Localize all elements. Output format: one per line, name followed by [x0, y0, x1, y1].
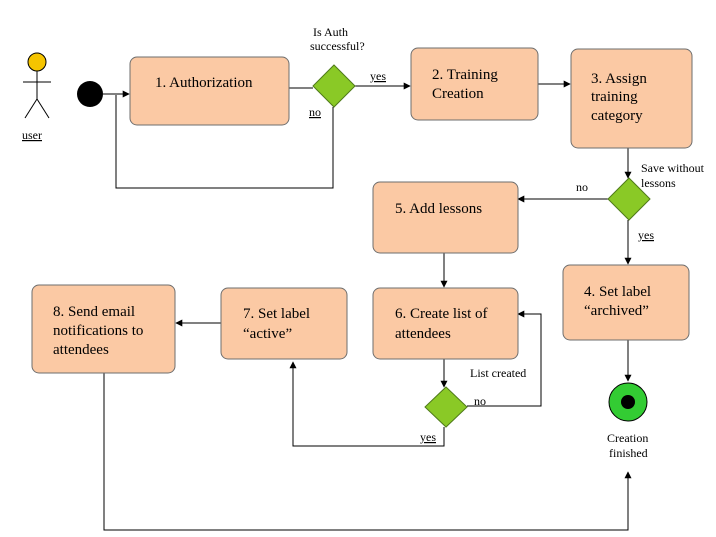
node-assign-category-line3: category	[591, 108, 643, 124]
node-set-active: 7. Set label “active”	[220, 287, 348, 360]
node-add-lessons: 5. Add lessons	[372, 181, 519, 254]
start-node	[77, 81, 103, 107]
decision-auth-question2: successful?	[310, 39, 365, 53]
end-label-line2: finished	[609, 446, 648, 460]
node-create-attendees: 6. Create list of attendees	[372, 287, 519, 360]
node-send-email-box	[31, 284, 176, 374]
node-set-archived-line1: 4. Set label	[584, 284, 651, 300]
node-assign-category: 3. Assign training category	[570, 48, 693, 149]
node-set-archived-box	[562, 264, 690, 341]
node-create-attendees-box	[372, 287, 519, 360]
decision-list-yes-label: yes	[420, 430, 436, 444]
decision-lessons-question1: Save without	[641, 161, 705, 175]
actor-leg-left	[24, 98, 38, 119]
node-authorization: 1. Authorization	[129, 56, 290, 126]
decision-list-question: List created	[470, 366, 526, 380]
node-send-email-line2: notifications to	[53, 323, 143, 339]
decision-list-no-label: no	[474, 394, 486, 408]
node-create-attendees-line2: attendees	[395, 326, 451, 342]
user-actor: user	[22, 52, 51, 142]
edge-auth-no-loop	[115, 95, 334, 189]
decision-auth-no-label: no	[309, 105, 321, 119]
node-set-active-box	[220, 287, 348, 360]
node-set-archived: 4. Set label “archived”	[562, 264, 690, 341]
end-node: Creation finished	[607, 382, 648, 460]
node-add-lessons-box	[372, 181, 519, 254]
actor-label: user	[22, 128, 42, 142]
edge-list-no	[467, 310, 542, 407]
node-assign-category-line1: 3. Assign	[591, 71, 647, 87]
edge-email-to-end	[103, 373, 632, 531]
decision-lessons-diamond	[607, 177, 651, 221]
node-assign-category-box	[570, 48, 693, 149]
node-training-creation-box	[410, 47, 539, 121]
node-training-creation-line1: 2. Training	[432, 67, 498, 83]
actor-leg-right	[36, 98, 50, 119]
node-add-lessons-label: 5. Add lessons	[395, 201, 482, 217]
decision-auth: Is Auth successful? yes no	[309, 25, 386, 119]
decision-auth-question1: Is Auth	[313, 25, 348, 39]
decision-list-diamond	[424, 386, 468, 428]
node-send-email-line3: attendees	[53, 342, 109, 358]
node-authorization-box	[129, 56, 290, 126]
edge-list-yes	[289, 361, 445, 447]
node-training-creation: 2. Training Creation	[410, 47, 539, 121]
end-node-inner	[621, 395, 635, 409]
decision-lessons: Save without lessons no yes	[576, 161, 705, 242]
decision-auth-yes-label: yes	[370, 69, 386, 83]
decision-list: List created no yes	[420, 366, 526, 444]
actor-head	[27, 52, 47, 72]
node-assign-category-line2: training	[591, 89, 638, 105]
decision-lessons-yes-label: yes	[638, 228, 654, 242]
node-send-email-line1: 8. Send email	[53, 304, 135, 320]
node-send-email: 8. Send email notifications to attendees	[31, 284, 176, 374]
node-create-attendees-line1: 6. Create list of	[395, 306, 487, 322]
decision-lessons-no-label: no	[576, 180, 588, 194]
end-label-line1: Creation	[607, 431, 648, 445]
node-set-active-line1: 7. Set label	[243, 306, 310, 322]
node-training-creation-line2: Creation	[432, 86, 484, 102]
decision-lessons-question2: lessons	[641, 176, 676, 190]
node-set-archived-line2: “archived”	[584, 303, 649, 319]
decision-auth-diamond	[312, 64, 356, 108]
node-authorization-label: 1. Authorization	[155, 75, 253, 91]
node-set-active-line2: “active”	[243, 326, 292, 342]
